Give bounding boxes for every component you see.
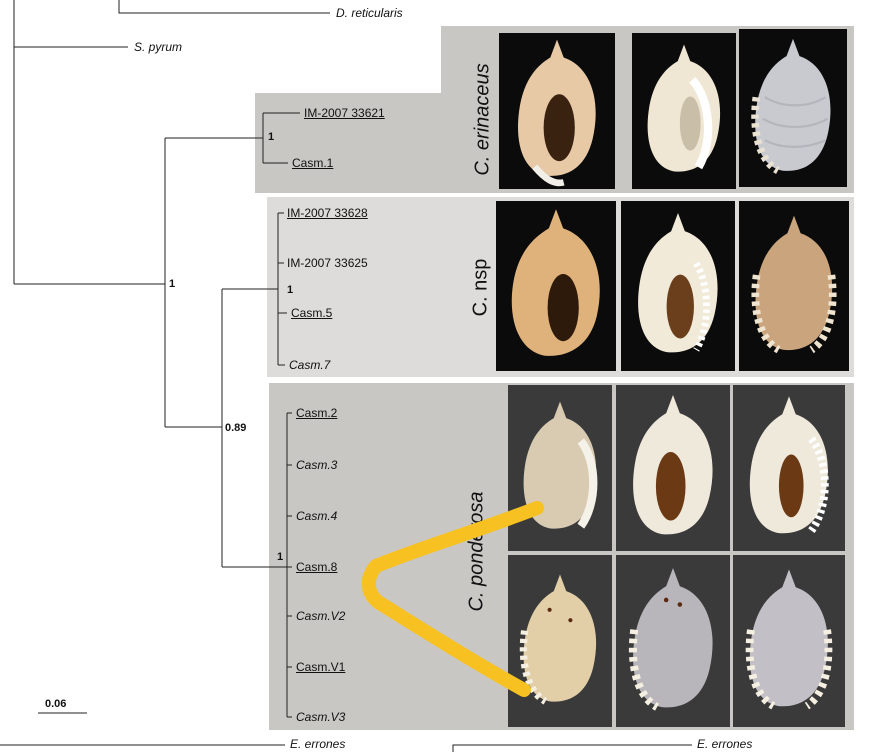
branch-reticularis	[118, 0, 330, 14]
taxon-casm-7: Casm.7	[289, 358, 331, 372]
shell-photo-nsp-1	[496, 201, 616, 371]
taxon-casm-v3: Casm.V3	[296, 710, 346, 724]
support-ponderosa-group: 0.89	[225, 422, 247, 434]
taxon-d-reticularis: D. reticularis	[336, 6, 403, 20]
taxon-im-2007-33621: IM-2007 33621	[304, 106, 385, 120]
support-main: 1	[169, 278, 176, 290]
support-ponderosa: 1	[277, 551, 284, 563]
taxon-casm-4: Casm.4	[296, 509, 338, 523]
taxon-im-2007-33628: IM-2007 33628	[287, 206, 368, 220]
shell-photo-ponderosa-5	[616, 555, 730, 727]
taxon-casm-2: Casm.2	[296, 406, 338, 420]
taxon-casm-5: Casm.5	[291, 306, 333, 320]
support-erinaceus: 1	[268, 131, 275, 143]
shell-photo-ponderosa-6	[733, 555, 845, 727]
taxon-e-errones-left: E. errones	[290, 737, 346, 751]
shell-photo-erinaceus-1	[499, 33, 615, 189]
shell-photo-erinaceus-3	[739, 29, 847, 187]
taxon-casm-3: Casm.3	[296, 458, 338, 472]
taxon-casm-v1: Casm.V1	[296, 660, 346, 674]
shell-photo-nsp-2	[621, 201, 735, 371]
clade-box-erinaceus	[255, 93, 445, 193]
taxon-casm-v2: Casm.V2	[296, 609, 346, 623]
taxon-e-errones-right: E. errones	[697, 737, 753, 751]
shell-photo-ponderosa-2	[616, 385, 730, 551]
taxon-casm-8: Casm.8	[296, 560, 338, 574]
taxon-casm-1: Casm.1	[292, 156, 334, 170]
scale-bar-label: 0.06	[45, 698, 67, 710]
shell-photo-ponderosa-1	[508, 385, 612, 551]
shell-photo-erinaceus-2	[632, 33, 736, 189]
shell-photo-ponderosa-3	[733, 385, 845, 551]
shell-photo-ponderosa-4	[508, 555, 612, 727]
shell-photo-nsp-3	[739, 201, 849, 371]
support-nsp: 1	[287, 284, 294, 296]
taxon-s-pyrum: S. pyrum	[134, 40, 183, 54]
taxon-im-2007-33625: IM-2007 33625	[287, 256, 368, 270]
